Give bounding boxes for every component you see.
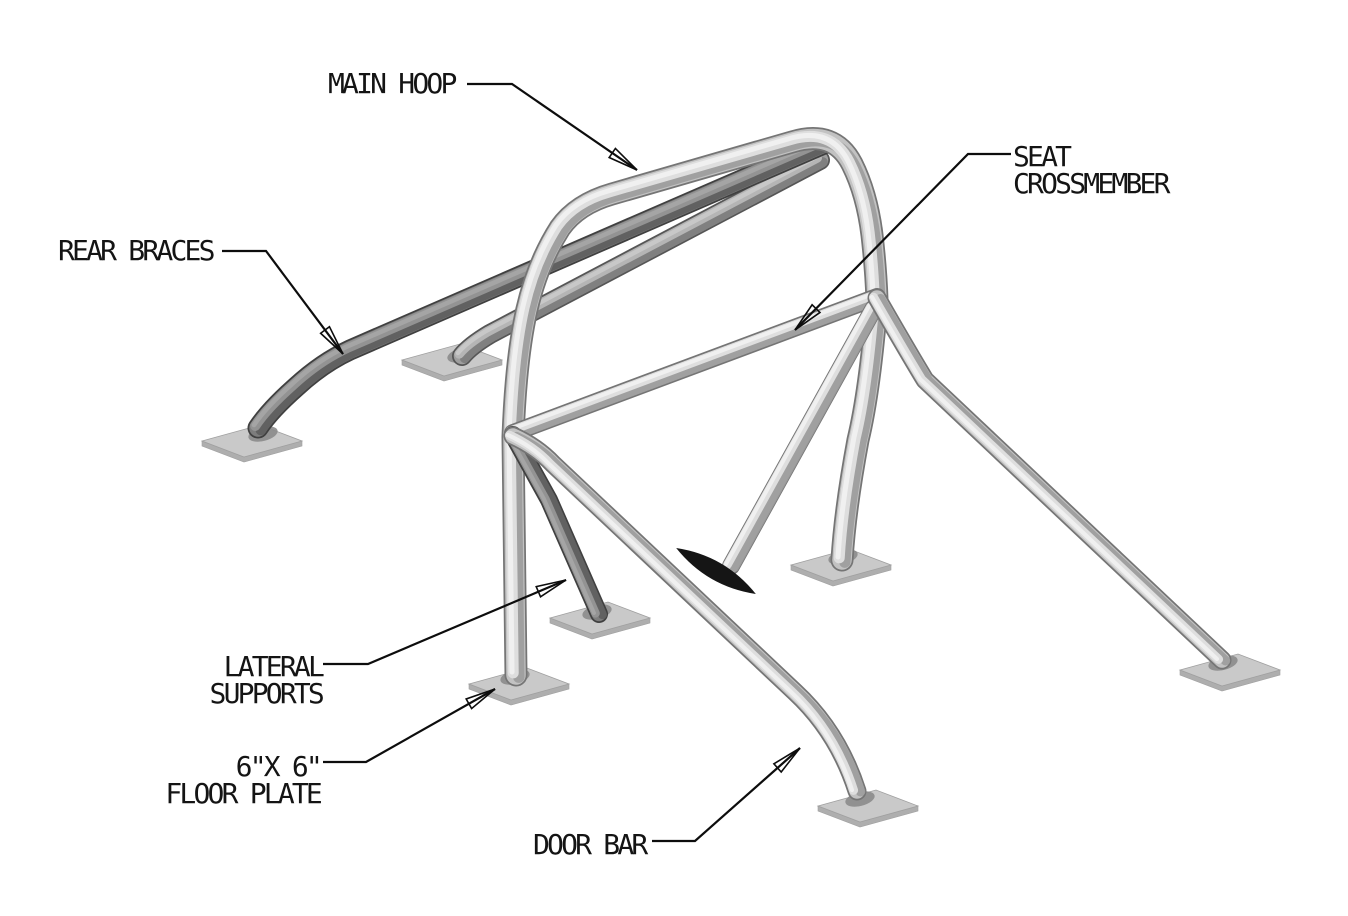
tube-door-bar-left [503,426,867,801]
tube-door-bar-left-body [505,428,865,799]
arrowhead-main-hoop [607,147,638,171]
tube-lateral-left-highlight [506,432,596,615]
tube-lateral-left-shade [512,431,607,620]
callout-leaders [222,82,1011,843]
tube-rear-brace-far-highlight [251,138,823,428]
leader-rear-braces [222,249,344,355]
label-door-bar: DOOR BAR [533,828,648,861]
arrowhead-door-bar [772,747,801,774]
label-rear-braces: REAR BRACES [58,234,215,267]
arrowhead-seat-crossmember [794,303,822,331]
tube-lateral-right-highlight [724,304,871,566]
arrowhead-lateral-supports [535,579,567,598]
tube-main-hoop-highlight [506,133,876,675]
tube-rear-brace-far-shade [255,140,833,436]
cut-tube-end [676,548,756,594]
tube-door-bar-right-highlight [869,294,1220,662]
tube-seat-crossmember-shade [511,294,885,440]
label-main-hoop: MAIN HOOP [328,67,457,100]
tube-door-bar-left-highlight [505,432,855,793]
tube-lateral-right-shade [730,304,882,572]
leader-door-bar [652,747,801,843]
leader-main-hoop [467,82,638,171]
leader-floor-plate [323,688,496,764]
leader-seat-crossmember [794,152,1011,331]
rollcage-model [200,127,1282,828]
tube-rear-brace-near-highlight [455,154,819,356]
arrowhead-rear-braces [319,325,344,355]
tube-door-bar-right-sheen [868,292,1224,664]
tube-door-bar-right-shade [875,293,1231,666]
label-floor-plate: 6"X 6"FLOOR PLATE [165,750,322,810]
tube-seat-crossmember-highlight [507,292,875,432]
arrowhead-floor-plate [465,688,496,710]
tube-door-bar-left-sheen [504,430,859,795]
tube-rear-brace-near-shade [459,157,828,364]
leader-lateral-supports [323,578,567,666]
